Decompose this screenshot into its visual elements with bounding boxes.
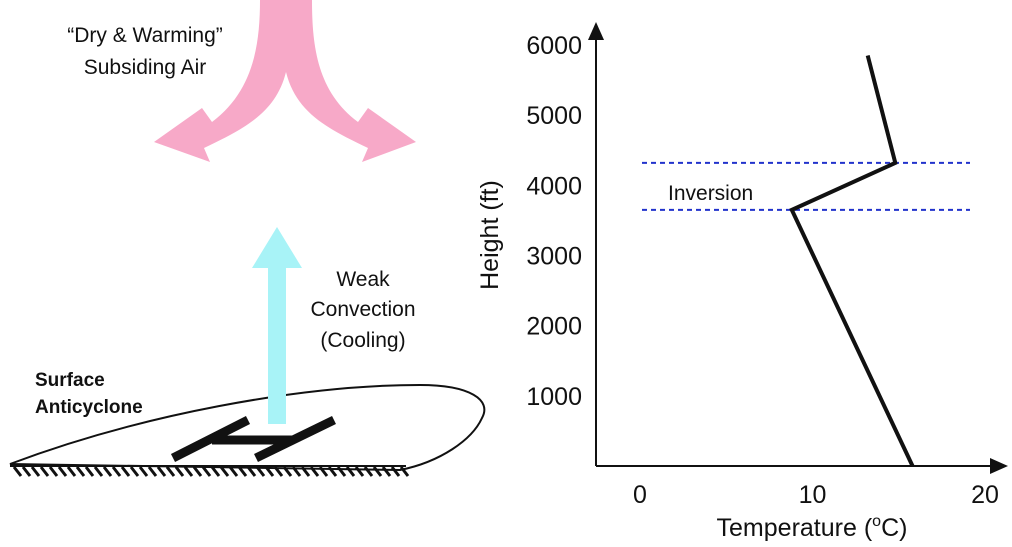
convection-label-line1: Weak: [336, 268, 390, 291]
high-pressure-symbol: [170, 415, 336, 463]
hatch-mark: [147, 466, 158, 477]
hatch-mark: [381, 466, 392, 477]
schematic-panel: “Dry & Warming” Subsiding Air H Weak Con…: [0, 0, 486, 477]
hatch-mark: [291, 466, 302, 477]
convection-label-line3: (Cooling): [320, 329, 405, 352]
subsiding-air-label-line2: Subsiding Air: [84, 56, 207, 79]
surface-anticyclone-label-line1: Surface: [35, 370, 105, 391]
hatch-mark: [39, 466, 50, 477]
x-tick-label: 0: [633, 481, 647, 509]
subsiding-air-label-line1: “Dry & Warming”: [67, 24, 223, 47]
hatch-mark: [183, 466, 194, 477]
hatch-mark: [174, 466, 185, 477]
subsiding-air-arrow: [154, 0, 416, 162]
hatch-mark: [264, 466, 275, 477]
y-axis-title: Height (ft): [476, 180, 504, 290]
hatch-mark: [93, 466, 104, 477]
hatch-mark: [318, 466, 329, 477]
hatch-mark: [66, 466, 77, 477]
hatch-mark: [102, 466, 113, 477]
hatch-mark: [336, 466, 347, 477]
x-tick-label: 20: [971, 481, 999, 509]
temperature-profile-chart: 1000 2000 3000 4000 5000 6000 0 10 20 Inversion…: [476, 22, 1008, 542]
hatch-mark: [282, 466, 293, 477]
hatch-mark: [246, 466, 257, 477]
temperature-profile-line: [789, 55, 915, 467]
hatch-mark: [255, 466, 266, 477]
hatch-mark: [48, 466, 59, 477]
y-tick-label: 1000: [526, 383, 582, 411]
hatch-mark: [399, 466, 410, 477]
hatch-mark: [390, 466, 401, 477]
hatch-mark: [354, 466, 365, 477]
hatch-mark: [345, 466, 356, 477]
convection-label-line2: Convection: [310, 298, 415, 321]
hatch-mark: [327, 466, 338, 477]
hatch-mark: [372, 466, 383, 477]
hatch-mark: [21, 466, 32, 477]
hatch-mark: [228, 466, 239, 477]
hatch-mark: [156, 466, 167, 477]
hatch-mark: [138, 466, 149, 477]
y-tick-label: 3000: [526, 243, 582, 271]
hatch-mark: [129, 466, 140, 477]
anticyclone-dome: [9, 383, 486, 472]
y-tick-label: 5000: [526, 102, 582, 130]
hatch-mark: [192, 466, 203, 477]
hatch-mark: [210, 466, 221, 477]
inversion-label: Inversion: [668, 182, 753, 205]
high-pressure-label: H: [0, 0, 1, 1]
hatch-mark: [219, 466, 230, 477]
y-tick-label: 6000: [526, 32, 582, 60]
hatch-mark: [165, 466, 176, 477]
hatch-mark: [111, 466, 122, 477]
hatch-mark: [12, 466, 23, 477]
ground-hatching: [10, 465, 410, 477]
hatch-mark: [300, 466, 311, 477]
y-tick-label: 4000: [526, 172, 582, 200]
surface-anticyclone-label-line2: Anticyclone: [35, 397, 143, 418]
y-tick-label: 2000: [526, 313, 582, 341]
hatch-mark: [84, 466, 95, 477]
hatch-mark: [57, 466, 68, 477]
hatch-mark: [75, 466, 86, 477]
hatch-mark: [309, 466, 320, 477]
x-axis-title: Temperature (oC): [717, 513, 908, 542]
convection-arrow: [252, 227, 302, 424]
hatch-mark: [273, 466, 284, 477]
hatch-mark: [201, 466, 212, 477]
hatch-mark: [30, 466, 41, 477]
hatch-mark: [237, 466, 248, 477]
x-tick-label: 10: [799, 481, 827, 509]
hatch-mark: [120, 466, 131, 477]
hatch-mark: [363, 466, 374, 477]
